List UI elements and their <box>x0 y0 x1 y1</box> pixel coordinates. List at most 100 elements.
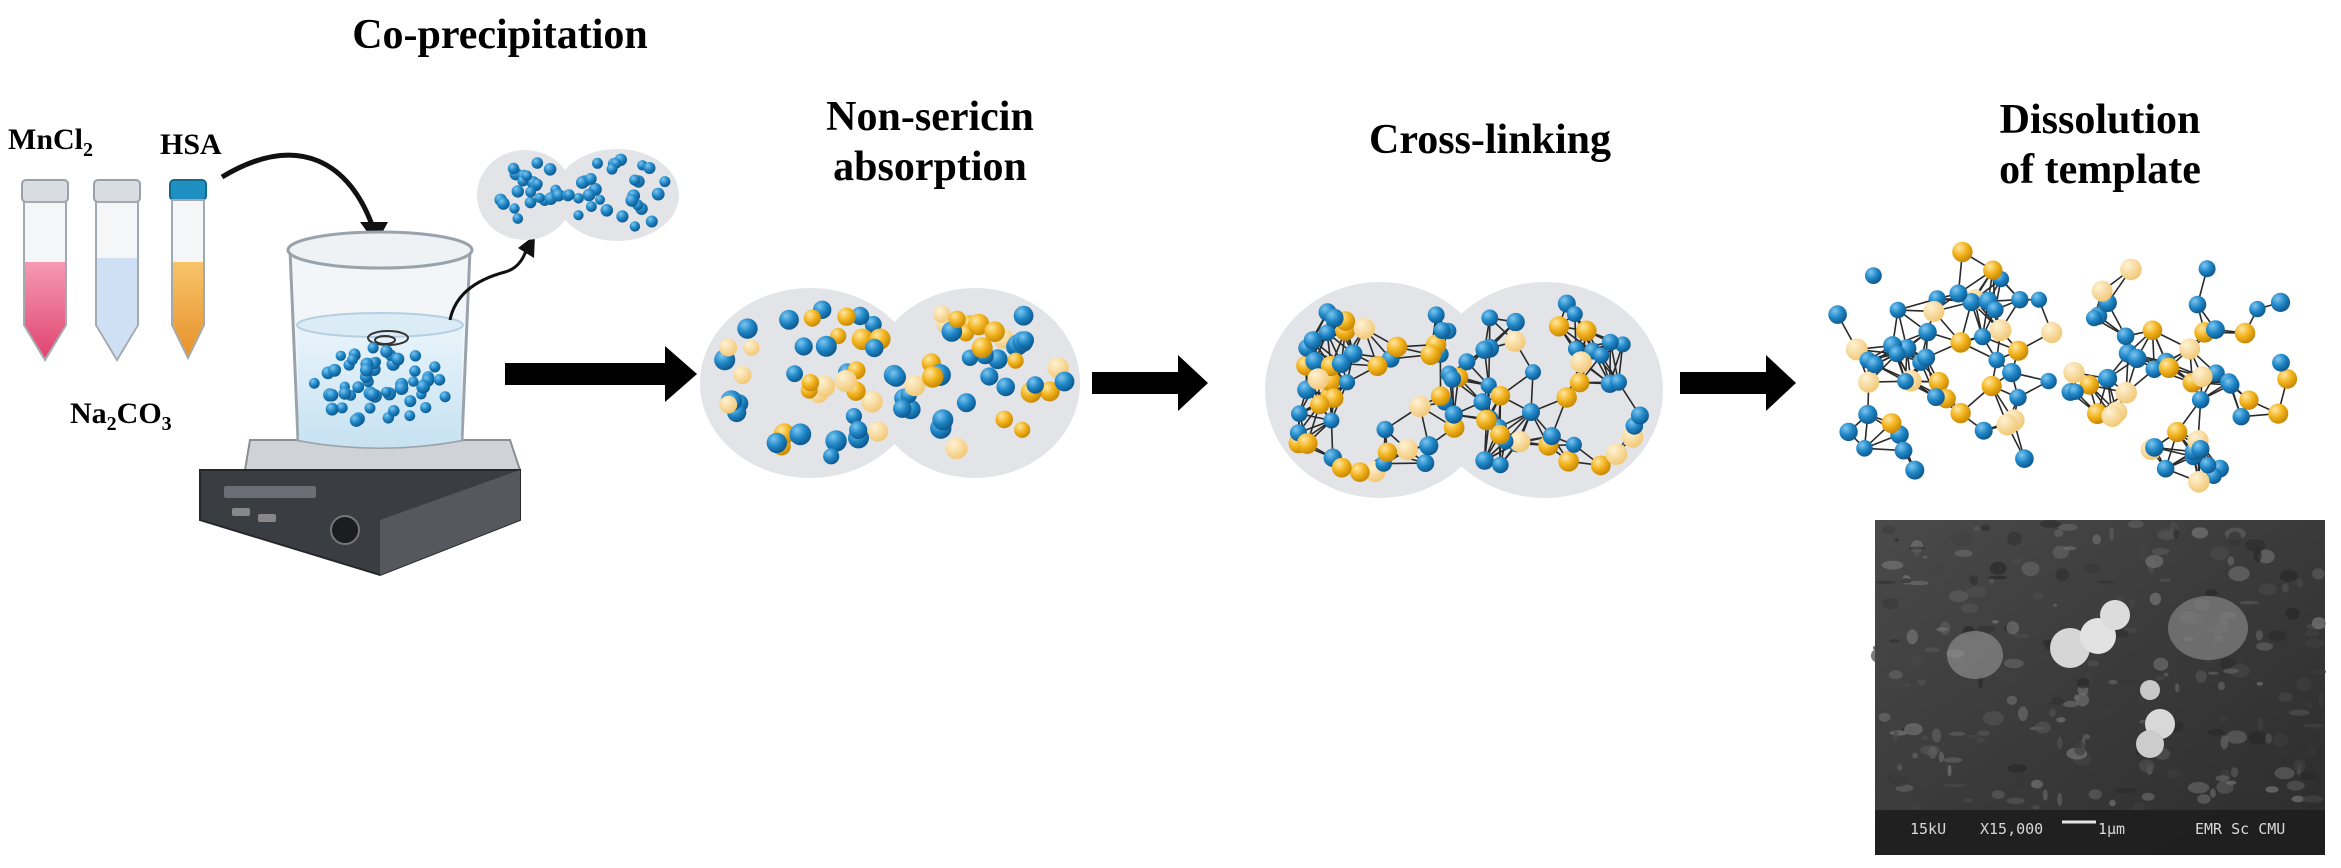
particle-network <box>1897 373 1914 390</box>
particle-network <box>1331 354 1351 373</box>
particle-mixed <box>948 310 966 328</box>
particle-blue <box>409 365 421 377</box>
sem-grain <box>2296 677 2312 692</box>
particle-mixed <box>865 338 884 358</box>
particle-blue <box>404 395 417 408</box>
particle-blue <box>606 163 618 175</box>
particle-blue <box>531 157 544 169</box>
particle-network <box>2116 327 2135 346</box>
sem-grain <box>2041 695 2053 704</box>
sem-grain <box>2109 799 2116 807</box>
particle-blue <box>380 345 393 358</box>
particle-network <box>1303 331 1323 350</box>
particle-network <box>1490 424 1510 445</box>
particle-network <box>2079 375 2100 395</box>
particle-network <box>2221 376 2240 394</box>
reagent-label-na2co3: Na2CO3 <box>70 397 172 435</box>
particle-network <box>1504 330 1526 352</box>
sem-grain <box>2208 671 2219 675</box>
particle-network <box>1490 386 1511 406</box>
sem-grain <box>2229 663 2250 678</box>
particle-network <box>2199 456 2217 474</box>
particle-blue <box>573 210 584 221</box>
particle-network <box>1492 456 1509 474</box>
sem-grain <box>2253 547 2262 563</box>
sem-grain <box>1943 783 1966 788</box>
sem-micrograph <box>1870 520 2326 855</box>
particle-mixed <box>971 337 993 359</box>
particle-mixed <box>1054 371 1075 392</box>
particle-mixed <box>849 420 868 440</box>
particle-network <box>2145 438 2164 457</box>
sem-grain <box>1890 776 1908 787</box>
particle-mixed <box>1007 352 1024 369</box>
sem-grain <box>2138 759 2155 773</box>
sem-grain <box>1989 578 1995 584</box>
sem-grain <box>1922 555 1928 559</box>
template-crosslinked <box>1265 282 1663 498</box>
sem-grain <box>2205 589 2218 597</box>
sem-grain <box>2250 779 2265 792</box>
particle-network <box>1480 377 1497 394</box>
particle-network <box>1481 309 1499 327</box>
sem-grain <box>2049 708 2056 718</box>
sem-grain <box>2109 526 2115 541</box>
particle-network <box>2030 291 2047 308</box>
sem-grain <box>2143 533 2156 538</box>
sem-grain <box>2210 788 2216 798</box>
sem-grain <box>2285 607 2300 620</box>
particle-network <box>1542 427 1561 446</box>
sem-grain <box>2256 642 2274 651</box>
sem-grain <box>2267 630 2286 642</box>
sem-grain <box>2309 746 2315 757</box>
particle-network <box>1396 438 1418 461</box>
particle-mixed <box>823 448 840 465</box>
sem-grain <box>1982 711 2005 726</box>
sem-grain <box>2293 759 2306 773</box>
particle-mixed <box>980 367 999 386</box>
sem-grain <box>2006 621 2019 635</box>
sem-grain <box>2021 561 2040 576</box>
particle-network <box>1386 336 1408 358</box>
sem-grain <box>1964 798 1973 803</box>
sem-grain <box>2255 600 2267 608</box>
particle-network <box>2142 320 2163 341</box>
particle-network <box>1928 371 1949 393</box>
particle-network <box>2041 321 2063 344</box>
sem-grain <box>2141 792 2155 801</box>
particle-network <box>2011 291 2029 309</box>
particle-network <box>2277 369 2298 389</box>
particle-network <box>1473 393 1491 411</box>
curved-arrow-icon <box>220 152 375 226</box>
sem-grain <box>1993 671 2016 679</box>
particle-mixed <box>886 367 906 387</box>
particle-network <box>1952 241 1973 263</box>
particle-mixed <box>794 337 813 356</box>
sem-grain <box>2279 569 2298 582</box>
sem-grain <box>1881 525 1896 534</box>
sem-scale-label: 1µm <box>2098 820 2126 838</box>
particle-network <box>1570 351 1592 373</box>
particle-blue <box>433 374 446 386</box>
particle-network <box>1927 388 1945 406</box>
sem-grain <box>1988 575 2008 580</box>
particle-network <box>1630 406 1649 425</box>
sem-grain <box>2244 539 2266 551</box>
sem-grain <box>2258 583 2277 596</box>
sem-grain <box>1976 626 1996 633</box>
sem-grain <box>2149 592 2162 606</box>
sem-grain <box>2195 670 2207 683</box>
particle-cluster-precipitate <box>477 149 679 241</box>
particle-network <box>1565 436 1582 453</box>
sem-grain <box>2011 557 2021 564</box>
particle-blue <box>600 204 614 217</box>
sem-grain <box>2217 681 2225 691</box>
particle-blue <box>367 342 379 354</box>
particle-network <box>1989 319 2012 342</box>
sem-grain <box>2014 772 2025 788</box>
particle-network <box>1996 413 2018 436</box>
sem-grain <box>2007 764 2028 773</box>
particle-network <box>1509 430 1531 453</box>
particle-network <box>1419 436 1439 456</box>
